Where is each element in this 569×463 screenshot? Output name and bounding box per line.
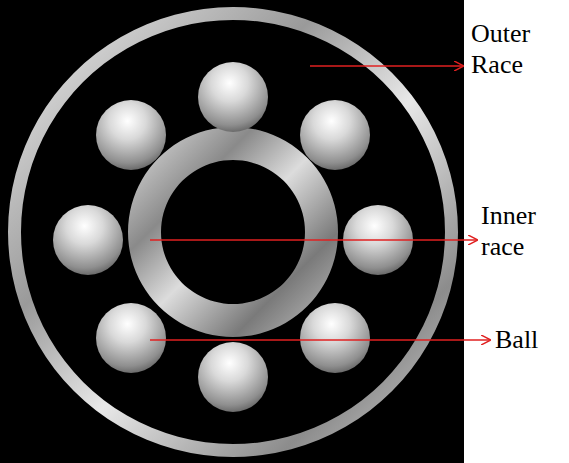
inner-race [128, 127, 338, 337]
part-label: Outer Race [470, 18, 564, 80]
leader-arrows [150, 66, 490, 340]
outer-race [8, 7, 458, 457]
balls [53, 62, 413, 412]
part-label: Inner race [480, 200, 566, 262]
black-ground [0, 0, 464, 463]
part-label: Ball [494, 324, 566, 355]
